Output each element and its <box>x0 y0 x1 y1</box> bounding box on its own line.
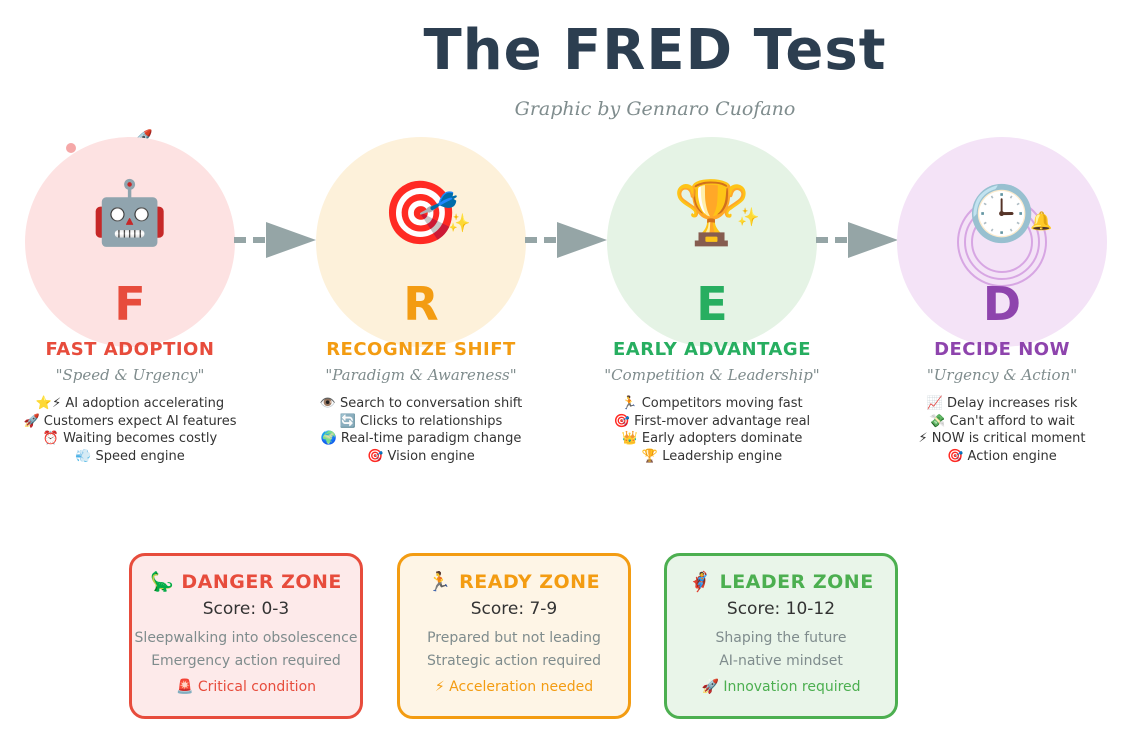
zone-score: Score: 7-9 <box>470 599 558 619</box>
step-heading: RECOGNIZE SHIFT <box>326 339 516 360</box>
zone-heading: 🦕 DANGER ZONE <box>150 571 342 593</box>
zone-footer: ⚡ Acceleration needed <box>434 679 594 695</box>
list-item: ⏰ Waiting becomes costly <box>42 431 218 447</box>
step-list: ⭐⚡ AI adoption accelerating 🚀 Customers … <box>0 395 265 465</box>
list-item: 🏃 Competitors moving fast <box>621 396 803 411</box>
zone-line: Emergency action required <box>151 653 341 669</box>
step-tagline: "Speed & Urgency" <box>55 366 205 384</box>
bell-icon: 🔔 <box>1030 211 1053 232</box>
step-letter: D <box>982 277 1022 331</box>
zone-footer: 🚀 Innovation required <box>701 679 861 695</box>
step-circle <box>897 137 1107 347</box>
list-item: 🎯 Action engine <box>947 448 1057 464</box>
list-item: 🚀 Customers expect AI features <box>23 413 237 429</box>
list-item: ⭐⚡ AI adoption accelerating <box>35 396 225 411</box>
arrow-e-to-d <box>816 222 898 258</box>
step-heading: DECIDE NOW <box>934 339 1070 360</box>
zone-score: Score: 10-12 <box>726 599 836 619</box>
step-tagline: "Urgency & Action" <box>926 366 1078 384</box>
dot-decoration <box>66 143 76 153</box>
step-tagline: "Paradigm & Awareness" <box>325 366 517 384</box>
page-title: The FRED Test <box>423 18 887 83</box>
arrow-f-to-r <box>234 222 316 258</box>
step-tagline: "Competition & Leadership" <box>604 366 820 384</box>
zone-line: Sleepwalking into obsolescence <box>134 630 358 646</box>
step-letter: F <box>114 277 146 331</box>
pulse-rings-decoration <box>957 197 1047 287</box>
step-list: 🏃 Competitors moving fast 🎯 First-mover … <box>577 395 847 465</box>
step-circle <box>316 137 526 347</box>
step-circle <box>607 137 817 347</box>
zone-line: Shaping the future <box>715 630 847 646</box>
zone-score: Score: 0-3 <box>202 599 290 619</box>
zone-heading: 🦸 LEADER ZONE <box>688 571 874 593</box>
eye-target-icon: 🎯 <box>382 176 460 249</box>
sparkle-icon: ✨ <box>737 207 760 228</box>
list-item: ⚡ NOW is critical moment <box>918 431 1086 447</box>
list-item: 🌍 Real-time paradigm change <box>320 431 522 447</box>
ready-zone-card: 🏃 READY ZONE Score: 7-9 Prepared but not… <box>397 553 631 719</box>
zone-line: Prepared but not leading <box>427 630 601 646</box>
zone-line: AI-native mindset <box>719 653 843 669</box>
zone-heading: 🏃 READY ZONE <box>427 571 601 593</box>
step-heading: FAST ADOPTION <box>45 339 215 360</box>
list-item: 🎯 First-mover advantage real <box>613 413 811 429</box>
step-letter: E <box>696 277 728 331</box>
arrow-r-to-e <box>525 222 607 258</box>
step-heading: EARLY ADVANTAGE <box>612 339 811 360</box>
zone-footer: 🚨 Critical condition <box>175 679 317 695</box>
list-item: 🔄 Clicks to relationships <box>339 413 503 429</box>
robot-icon: 🤖 <box>91 176 169 249</box>
list-item: 👁️ Search to conversation shift <box>319 396 523 411</box>
list-item: 🎯 Vision engine <box>367 448 475 464</box>
danger-zone-card: 🦕 DANGER ZONE Score: 0-3 Sleepwalking in… <box>129 553 363 719</box>
step-letter: R <box>403 277 439 331</box>
list-item: 🏆 Leadership engine <box>641 448 783 464</box>
list-item: 💸 Can't afford to wait <box>929 413 1075 429</box>
page-subtitle: Graphic by Gennaro Cuofano <box>514 98 796 120</box>
step-list: 👁️ Search to conversation shift 🔄 Clicks… <box>286 395 556 465</box>
sparkle-icon: ✨ <box>448 213 471 234</box>
zone-line: Strategic action required <box>427 653 601 669</box>
list-item: 👑 Early adopters dominate <box>621 431 803 447</box>
clock-icon: 🕒 <box>968 182 1036 245</box>
trophy-icon: 🏆 <box>673 176 751 249</box>
step-list: 📈 Delay increases risk 💸 Can't afford to… <box>867 395 1130 465</box>
list-item: 💨 Speed engine <box>75 448 185 464</box>
list-item: 📈 Delay increases risk <box>926 396 1078 411</box>
step-circle <box>25 137 235 347</box>
leader-zone-card: 🦸 LEADER ZONE Score: 10-12 Shaping the f… <box>664 553 898 719</box>
